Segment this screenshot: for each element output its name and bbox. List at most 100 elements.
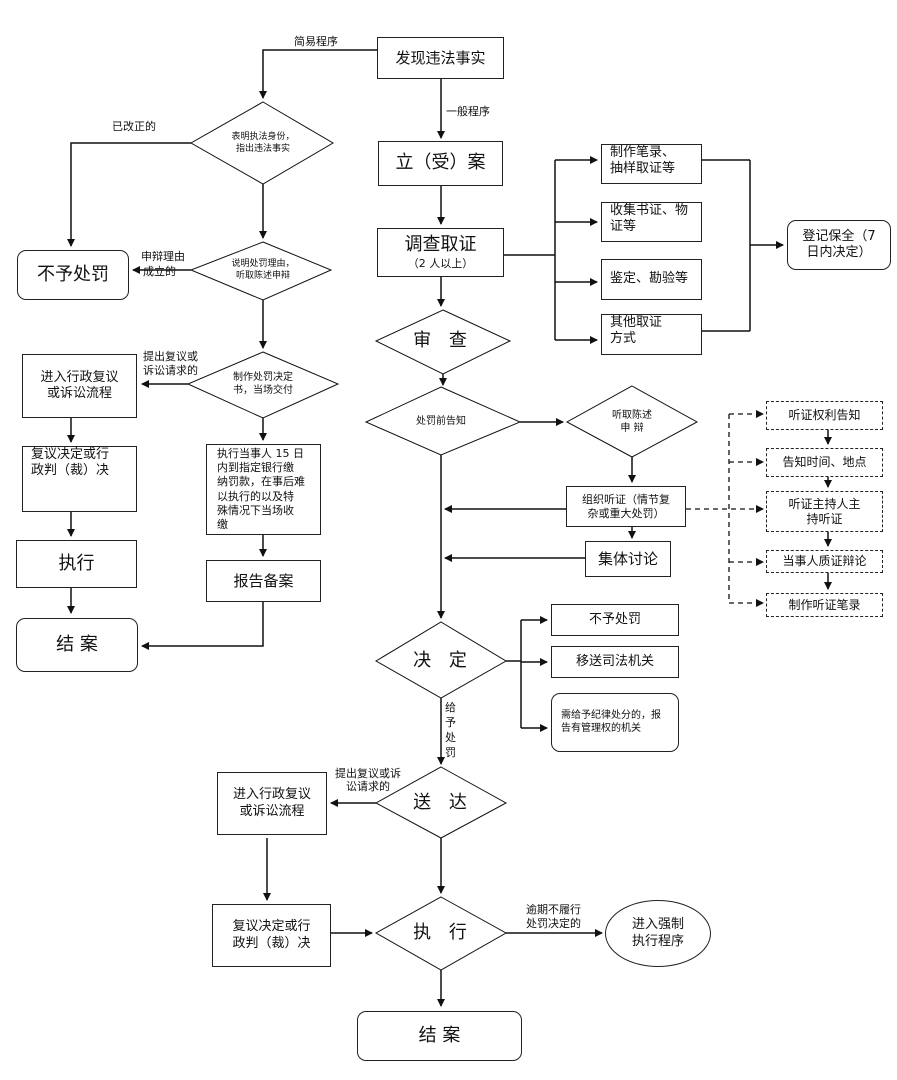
decide-diamond: 决 定 <box>400 648 486 674</box>
corrected-label: 已改正的 <box>112 120 156 133</box>
admin-review-left-1-line1: 进入行政复议 <box>40 369 119 385</box>
appeal-label-2-line1: 提出复议或诉 <box>335 767 401 780</box>
no-penalty-right-label: 不予处罚 <box>588 611 641 627</box>
hear-defense-diamond: 听取陈述 申 辩 <box>592 404 672 440</box>
general-procedure-label: 一般程序 <box>446 105 490 118</box>
decide-label: 决 定 <box>413 649 473 671</box>
explain-reason-decision: 说明处罚理由， 听取陈述申辩 <box>211 250 315 290</box>
review-result-left-1-line1: 复议决定或行 <box>31 447 110 462</box>
investigate-label: 调查取证 <box>404 234 477 256</box>
hearing-record-box: 制作听证笔录 <box>766 593 883 617</box>
make-decision-diamond: 制作处罚决定 书，当场交付 <box>208 364 318 404</box>
give-penalty-label-1: 给 <box>445 701 456 714</box>
give-penalty-label-3: 处 <box>445 731 456 744</box>
deliver-diamond: 送 达 <box>398 790 488 816</box>
no-penalty-left-box: 不予处罚 <box>17 250 129 300</box>
hearing-rights-label: 听证权利告知 <box>788 408 861 422</box>
evidence-documents-box: 收集书证、物 证等 <box>601 202 702 242</box>
collective-discussion-box: 集体讨论 <box>585 541 671 577</box>
evidence-appraisal-label: 鉴定、勘验等 <box>610 271 689 287</box>
execute-party-line2: 内到指定银行缴 <box>217 460 294 474</box>
show-identity-line2: 指出违法事实 <box>235 144 290 154</box>
examine-label: 审 查 <box>413 329 473 351</box>
enforcement-oval: 进入强制 执行程序 <box>605 900 711 967</box>
discover-facts-box: 发现违法事实 <box>377 37 504 79</box>
admin-review-left-box-1: 进入行政复议 或诉讼流程 <box>22 354 137 418</box>
make-decision-line2: 书，当场交付 <box>233 385 293 396</box>
execute-party-line1: 执行当事人 15 日 <box>217 446 304 460</box>
evidence-documents-line2: 证等 <box>610 219 637 235</box>
appeal-label-2-line2: 讼请求的 <box>346 780 390 793</box>
overdue-label-line2: 处罚决定的 <box>526 917 581 930</box>
explain-reason-line1: 说明处罚理由， <box>231 258 295 269</box>
file-case-box: 立（受）案 <box>378 141 503 186</box>
preserve-register-line2: 日内决定） <box>806 245 872 260</box>
pre-notice-label: 处罚前告知 <box>416 416 466 428</box>
make-decision-line1: 制作处罚决定 <box>233 371 293 383</box>
hear-defense-line1: 听取陈述 <box>612 409 652 421</box>
appeal-label-1-line2: 诉讼请求的 <box>143 364 198 377</box>
close-case-main-label: 结 案 <box>418 1024 461 1046</box>
execute-party-line3: 纳罚款，在事后难 <box>217 475 305 489</box>
explain-reason-line2: 听取陈述申辩 <box>235 271 290 281</box>
investigate-note: （2 人以上） <box>407 256 474 270</box>
review-result-left-box-1: 复议决定或行 政判（裁）决 <box>22 446 137 512</box>
deliver-label: 送 达 <box>413 791 473 813</box>
transfer-judicial-label: 移送司法机关 <box>575 653 654 669</box>
show-identity-decision: 表明执法身份， 指出违法事实 <box>211 123 315 163</box>
discipline-report-line2: 告有管理权的机关 <box>561 722 641 734</box>
admin-review-left-1-line2: 或诉讼流程 <box>46 386 112 401</box>
hearing-time-box: 告知时间、地点 <box>766 448 883 477</box>
close-case-left-label: 结 案 <box>56 633 98 655</box>
appeal-label-1-line1: 提出复议或 <box>143 350 198 363</box>
execute-main-label: 执 行 <box>413 921 473 943</box>
execute-party-box: 执行当事人 15 日 内到指定银行缴 纳罚款，在事后难 以执行的以及特 殊情况下… <box>206 444 321 535</box>
hearing-host-box: 听证主持人主 持听证 <box>766 491 883 532</box>
execute-party-line5: 殊情况下当场收 <box>217 503 294 517</box>
evidence-record-line1: 制作笔录、 <box>610 145 676 160</box>
execute-party-line6: 缴 <box>217 518 228 532</box>
give-penalty-label-4: 罚 <box>445 746 456 759</box>
hearing-time-label: 告知时间、地点 <box>782 455 867 469</box>
transfer-judicial-box: 移送司法机关 <box>551 646 679 678</box>
execute-left-label: 执行 <box>58 552 95 574</box>
overdue-label-line1: 逾期不履行 <box>526 903 581 916</box>
hearing-host-line2: 持听证 <box>806 511 843 526</box>
collective-discussion-label: 集体讨论 <box>597 549 658 568</box>
evidence-other-line1: 其他取证 <box>610 315 663 330</box>
report-filing-box: 报告备案 <box>206 560 321 602</box>
no-penalty-right-box: 不予处罚 <box>551 604 679 636</box>
file-case-label: 立（受）案 <box>395 152 486 174</box>
review-result-left-2-line1: 复议决定或行 <box>232 919 311 935</box>
defense-valid-label-line2: 成立的 <box>143 265 176 278</box>
hearing-rights-box: 听证权利告知 <box>766 401 883 430</box>
organize-hearing-box: 组织听证（情节复 杂或重大处罚） <box>566 486 686 527</box>
review-result-left-box-2: 复议决定或行 政判（裁）决 <box>212 904 331 967</box>
execute-left-box: 执行 <box>16 540 137 588</box>
close-case-main-box: 结 案 <box>357 1011 522 1061</box>
organize-hearing-line2: 杂或重大处罚） <box>587 506 665 520</box>
evidence-other-box: 其他取证 方式 <box>601 314 702 355</box>
admin-review-left-box-2: 进入行政复议 或诉讼流程 <box>217 772 327 835</box>
enforcement-line1: 进入强制 <box>631 917 684 933</box>
hear-defense-line2: 申 辩 <box>620 423 644 434</box>
execute-party-line4: 以执行的以及特 <box>217 489 294 503</box>
give-penalty-label-2: 予 <box>445 716 456 729</box>
preserve-register-box: 登记保全（7 日内决定） <box>787 220 891 270</box>
hearing-record-label: 制作听证笔录 <box>788 597 861 612</box>
report-filing-label: 报告备案 <box>233 571 294 590</box>
hearing-debate-box: 当事人质证辩论 <box>766 550 883 573</box>
simple-procedure-label: 简易程序 <box>294 35 338 48</box>
examine-diamond: 审 查 <box>398 328 488 354</box>
evidence-record-line2: 抽样取证等 <box>610 161 676 177</box>
admin-review-left-2-line1: 进入行政复议 <box>232 787 311 803</box>
evidence-record-box: 制作笔录、 抽样取证等 <box>601 144 702 184</box>
enforcement-line2: 执行程序 <box>631 933 684 949</box>
evidence-documents-line1: 收集书证、物 <box>610 203 689 218</box>
hearing-host-line1: 听证主持人主 <box>788 496 861 511</box>
hearing-debate-label: 当事人质证辩论 <box>782 554 867 568</box>
organize-hearing-line1: 组织听证（情节复 <box>582 492 670 506</box>
discipline-report-box: 需给予纪律处分的，报 告有管理权的机关 <box>551 693 679 752</box>
close-case-left-box: 结 案 <box>16 618 138 672</box>
